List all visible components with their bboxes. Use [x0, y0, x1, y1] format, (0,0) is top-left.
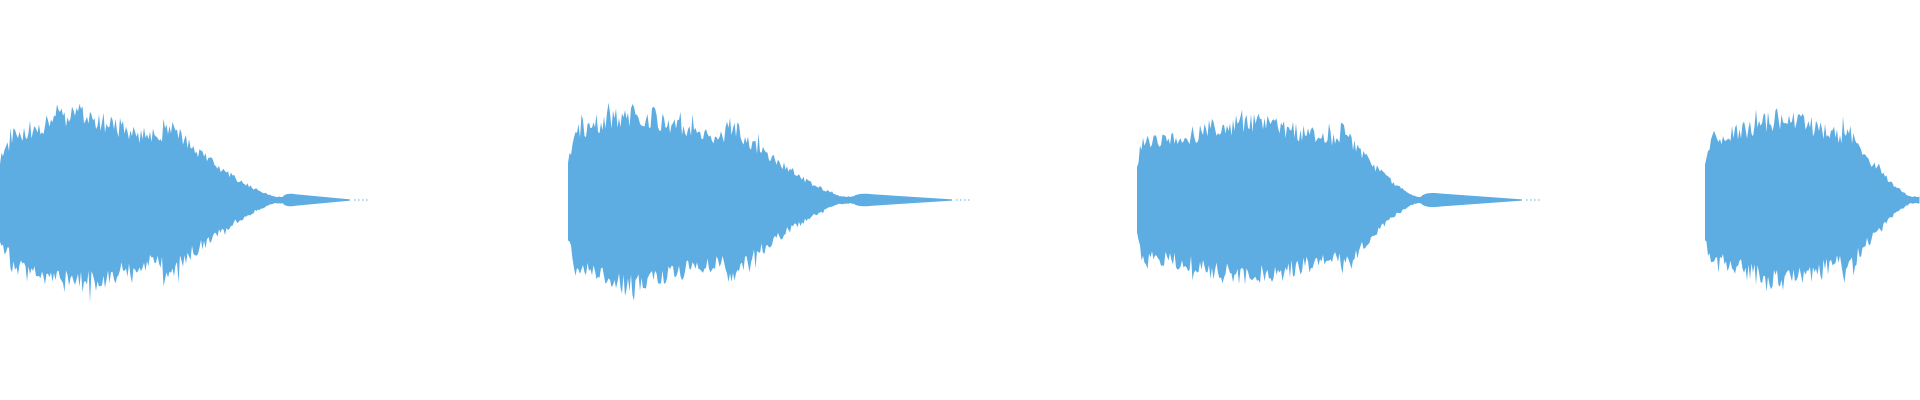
sound-event-2-body	[568, 102, 858, 301]
sound-event-2	[568, 102, 970, 301]
sound-event-2-tail	[852, 193, 952, 207]
sound-event-1-trail-dot	[358, 199, 360, 201]
sound-event-1-tail	[282, 193, 350, 207]
sound-event-3-trail-dot	[1530, 199, 1532, 201]
sound-event-1-trail-dot	[354, 199, 356, 201]
sound-event-2-trail-dot	[968, 199, 970, 201]
sound-event-2-trail-dot	[964, 199, 966, 201]
sound-event-3-trail-dot	[1538, 199, 1540, 201]
sound-event-3-tail	[1420, 192, 1522, 208]
sound-event-3	[1137, 109, 1540, 285]
sound-event-2-trail-dot	[956, 199, 958, 201]
sound-event-4	[1705, 108, 1920, 292]
sound-event-3-trail-dot	[1526, 199, 1528, 201]
sound-event-1	[0, 103, 368, 303]
sound-event-1-trail-dot	[366, 199, 368, 201]
sound-event-3-body	[1137, 109, 1427, 285]
sound-event-1-trail-dot	[362, 199, 364, 201]
sound-event-2-trail-dot	[960, 199, 962, 201]
sound-event-4-body	[1705, 108, 1920, 292]
sound-event-3-trail-dot	[1534, 199, 1536, 201]
sound-event-1-body	[0, 103, 290, 303]
